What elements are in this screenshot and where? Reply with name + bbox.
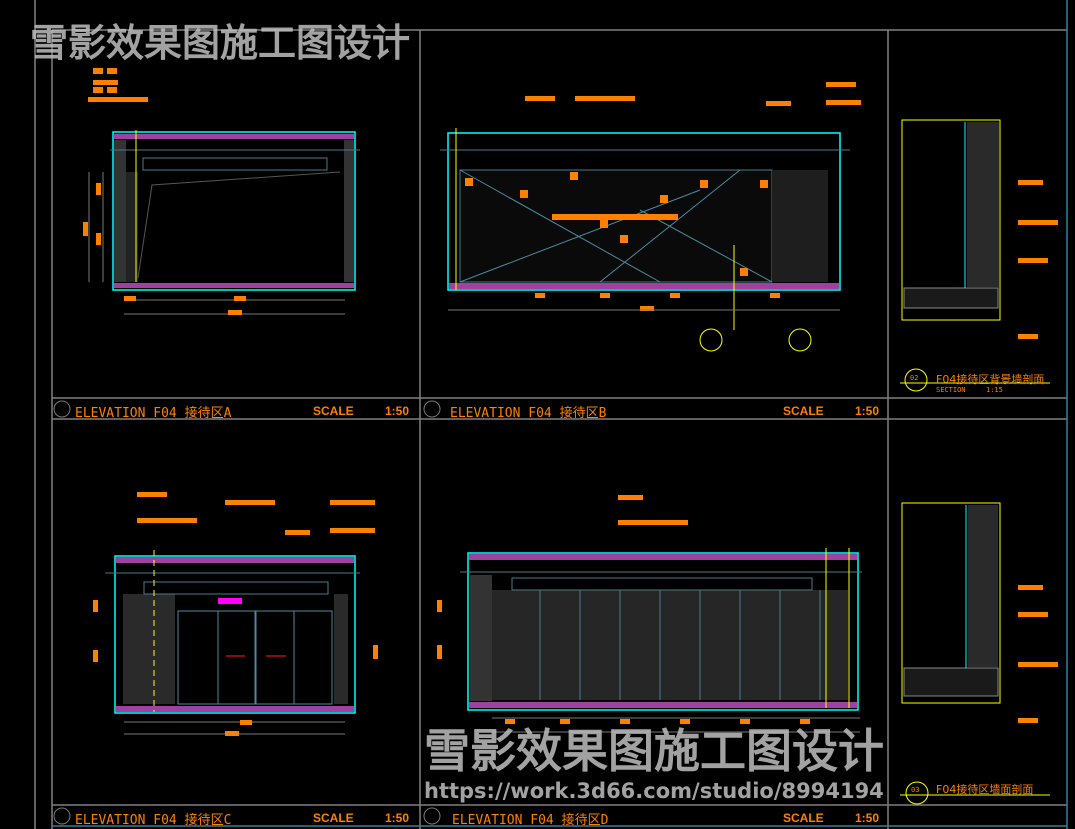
elevation-a-scale-label: SCALE bbox=[313, 404, 354, 418]
elevation-d-drawing bbox=[437, 495, 862, 733]
elevation-a-scale: 1:50 bbox=[385, 404, 410, 418]
watermark-bottom: 雪影效果图施工图设计 bbox=[424, 724, 884, 778]
section-02-type: SECTION bbox=[936, 386, 966, 394]
elevation-a-drawing bbox=[83, 68, 360, 315]
elevation-d-marker-icon bbox=[423, 807, 441, 825]
watermark-url: https://work.3d66.com/studio/8994194 bbox=[424, 779, 884, 803]
elevation-d-scale: 1:50 bbox=[855, 811, 880, 825]
section-03-drawing bbox=[900, 502, 1058, 805]
section-02-drawing bbox=[900, 119, 1058, 392]
section-03-title: F04接待区墙面剖面 bbox=[936, 783, 1034, 796]
elevation-b-drawing bbox=[440, 82, 861, 352]
section-02-scale: 1:15 bbox=[986, 386, 1003, 394]
elevation-c-drawing bbox=[93, 492, 378, 736]
sheet-frame bbox=[34, 0, 1068, 829]
section-02-title: F04接待区背景墙剖面 bbox=[936, 373, 1045, 386]
elevation-c-title: ELEVATION F04 接待区C bbox=[75, 813, 232, 828]
section-02-number: 02 bbox=[910, 374, 919, 382]
elevation-c-marker-icon bbox=[53, 807, 71, 825]
elevation-b-scale-label: SCALE bbox=[783, 404, 824, 418]
elevation-c-scale-label: SCALE bbox=[313, 811, 354, 825]
elevation-c-scale: 1:50 bbox=[385, 811, 410, 825]
elevation-b-scale: 1:50 bbox=[855, 404, 880, 418]
elevation-a-title: ELEVATION F04 接待区A bbox=[75, 406, 232, 421]
elevation-b-title: ELEVATION F04 接待区B bbox=[450, 406, 607, 421]
elevation-d-scale-label: SCALE bbox=[783, 811, 824, 825]
section-03-number: 03 bbox=[911, 786, 920, 794]
elevation-b-marker-icon bbox=[423, 400, 441, 418]
elevation-a-marker-icon bbox=[53, 400, 71, 418]
watermark-top: 雪影效果图施工图设计 bbox=[30, 21, 411, 65]
elevation-d-title: ELEVATION F04 接待区D bbox=[452, 813, 609, 828]
